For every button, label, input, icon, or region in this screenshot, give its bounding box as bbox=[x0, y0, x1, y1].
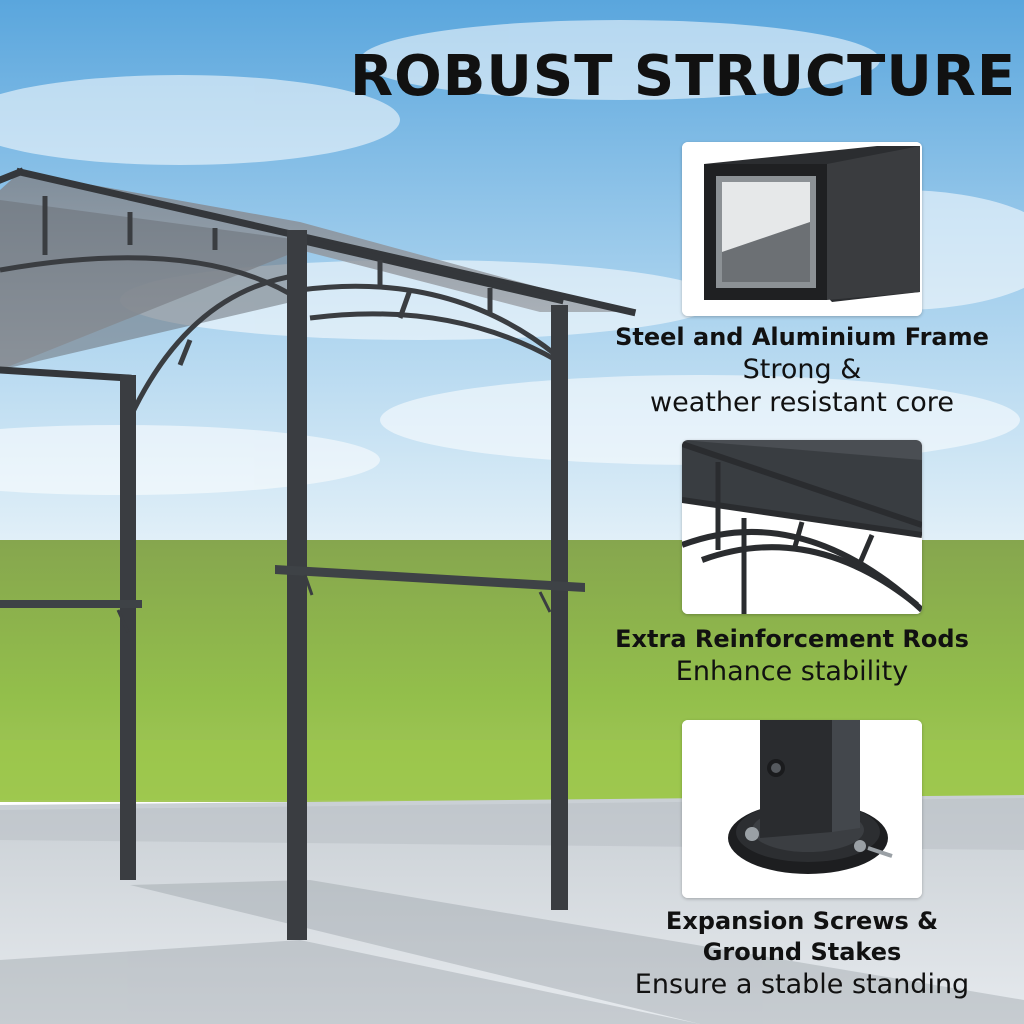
feature-description: Ensure a stable standing bbox=[634, 969, 970, 1000]
feature-caption-base: Expansion Screws & Ground Stakes Ensure … bbox=[590, 906, 1014, 1001]
base-plate-image bbox=[682, 720, 922, 898]
headline: ROBUST STRUCTURE bbox=[350, 44, 1017, 109]
feature-caption-rods: Extra Reinforcement Rods Enhance stabili… bbox=[590, 624, 994, 688]
feature-caption-frame: Steel and Aluminium Frame Strong & weath… bbox=[590, 322, 1014, 419]
reinforcement-rods-image bbox=[682, 440, 922, 614]
feature-title: Ground Stakes bbox=[702, 938, 902, 966]
feature-description: Enhance stability bbox=[675, 656, 909, 687]
feature-title: Expansion Screws & bbox=[665, 907, 939, 935]
feature-title: Steel and Aluminium Frame bbox=[615, 323, 989, 351]
feature-description: weather resistant core bbox=[650, 387, 954, 418]
leg-base-plate-icon bbox=[682, 720, 922, 898]
frame-profile-image bbox=[682, 142, 922, 316]
feature-description: Strong & bbox=[742, 354, 862, 385]
square-tube-cross-section-icon bbox=[682, 142, 922, 316]
feature-title: Extra Reinforcement Rods bbox=[615, 625, 969, 653]
roof-frame-arch-detail-icon bbox=[682, 440, 922, 614]
